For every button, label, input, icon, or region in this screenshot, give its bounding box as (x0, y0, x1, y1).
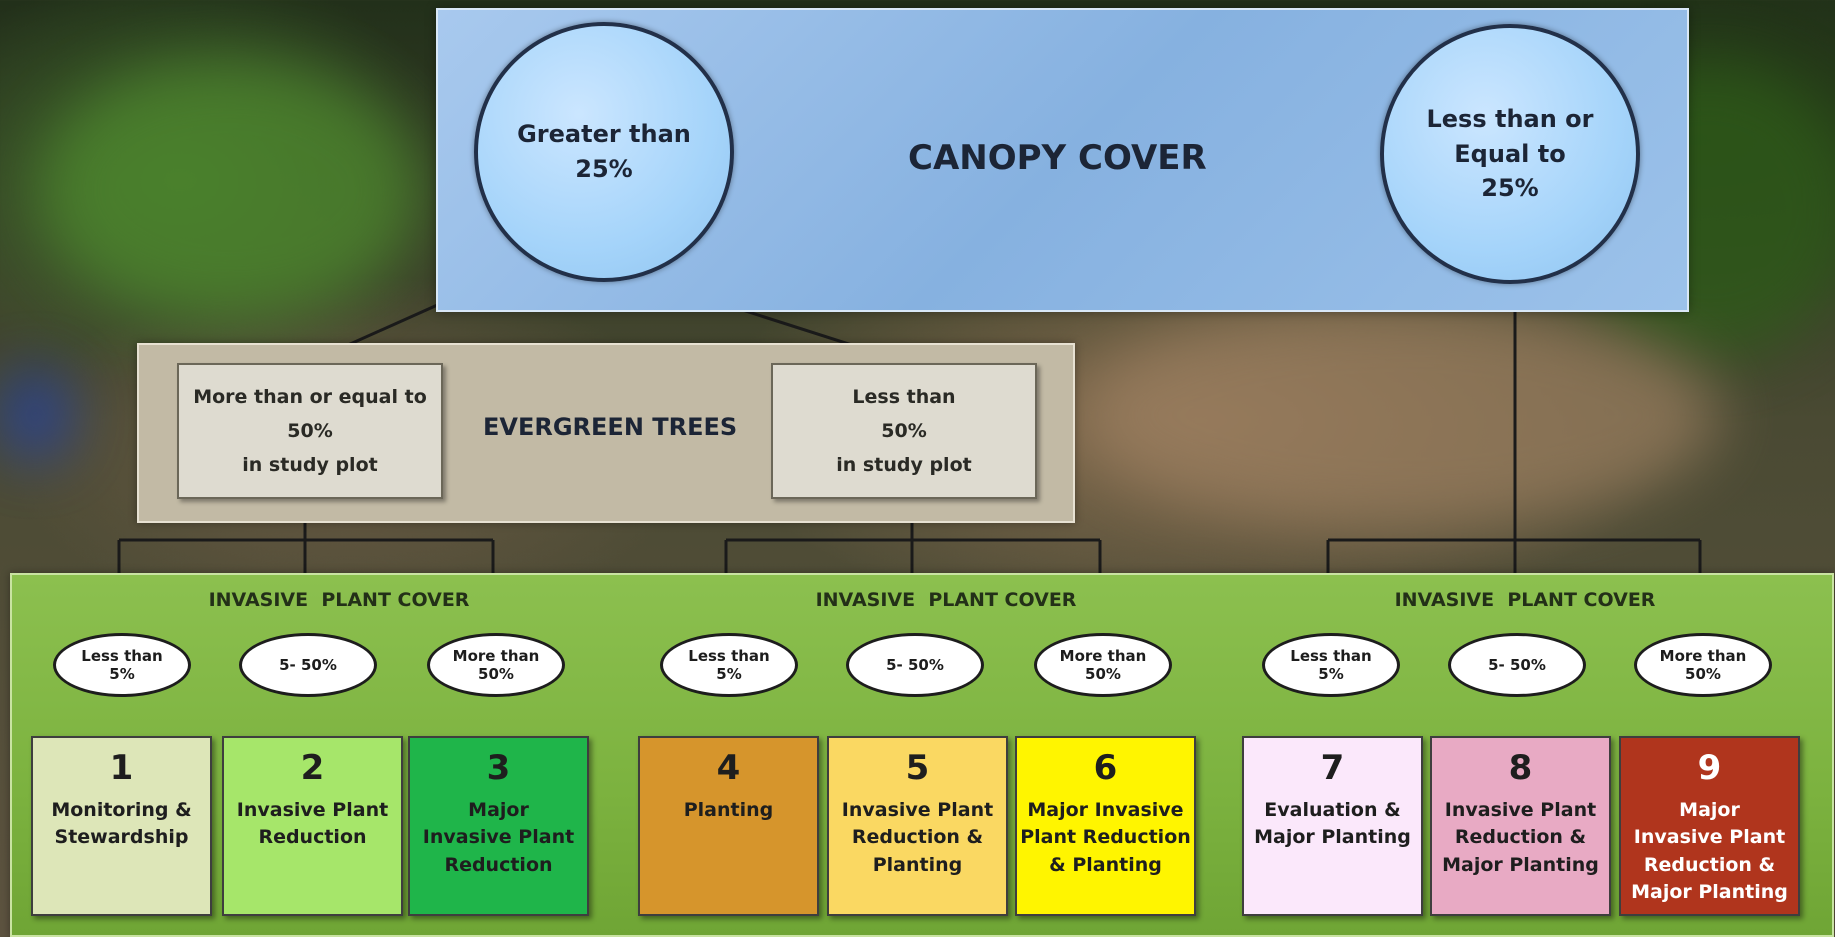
action-number: 1 (109, 748, 134, 788)
action-box-6: 6 Major Invasive Plant Reduction & Plant… (1015, 736, 1196, 916)
canopy-less-or-equal-25-circle: Less than or Equal to 25% (1380, 24, 1640, 284)
action-box-5: 5 Invasive Plant Reduction & Planting (827, 736, 1008, 916)
evergreen-less-than-50-box: Less than 50% in study plot (771, 363, 1037, 499)
background-foliage (40, 60, 420, 320)
action-box-9: 9 Major Invasive Plant Reduction & Major… (1619, 736, 1800, 916)
invasive-cover-oval: More than 50% (427, 633, 565, 697)
action-number: 3 (486, 748, 511, 788)
canopy-greater-than-25-circle: Greater than 25% (474, 22, 734, 282)
evergreen-more-or-equal-50-box: More than or equal to 50% in study plot (177, 363, 443, 499)
invasive-cover-oval: 5- 50% (239, 633, 377, 697)
action-label: Major Invasive Plant Reduction & Plantin… (1020, 798, 1191, 876)
invasive-cover-oval: 5- 50% (846, 633, 984, 697)
action-box-8: 8 Invasive Plant Reduction & Major Plant… (1430, 736, 1611, 916)
action-number: 8 (1508, 748, 1533, 788)
action-label: Invasive Plant Reduction & Major Plantin… (1442, 798, 1599, 876)
action-label: Invasive Plant Reduction (236, 798, 389, 849)
canopy-cover-panel: Greater than 25% CANOPY COVER Less than … (436, 8, 1689, 312)
invasive-cover-oval: Less than 5% (53, 633, 191, 697)
action-label: Invasive Plant Reduction & Planting (841, 798, 994, 876)
action-box-3: 3 Major Invasive Plant Reduction (408, 736, 589, 916)
invasive-plant-cover-label: INVASIVE PLANT COVER (208, 589, 470, 611)
background-water (0, 370, 70, 460)
invasive-cover-oval: Less than 5% (660, 633, 798, 697)
action-label: Major Invasive Plant Reduction & Major P… (1631, 798, 1788, 904)
evergreen-trees-panel: More than or equal to 50% in study plot … (137, 343, 1075, 523)
background-ground (1080, 300, 1720, 530)
invasive-plant-cover-label: INVASIVE PLANT COVER (1394, 589, 1656, 611)
action-box-4: 4 Planting (638, 736, 819, 916)
invasive-cover-oval: 5- 50% (1448, 633, 1586, 697)
action-box-2: 2 Invasive Plant Reduction (222, 736, 403, 916)
invasive-cover-oval: More than 50% (1034, 633, 1172, 697)
canopy-cover-title: CANOPY COVER (908, 138, 1207, 178)
action-number: 9 (1697, 748, 1722, 788)
invasive-cover-oval: More than 50% (1634, 633, 1772, 697)
action-label: Evaluation & Major Planting (1254, 798, 1411, 849)
action-number: 2 (300, 748, 325, 788)
action-label: Planting (683, 798, 774, 821)
evergreen-trees-title: EVERGREEN TREES (483, 413, 738, 441)
action-label: Monitoring & Stewardship (51, 798, 192, 849)
invasive-plant-cover-label: INVASIVE PLANT COVER (815, 589, 1077, 611)
action-number: 7 (1320, 748, 1345, 788)
action-number: 6 (1093, 748, 1118, 788)
action-number: 4 (716, 748, 741, 788)
action-box-7: 7 Evaluation & Major Planting (1242, 736, 1423, 916)
action-label: Major Invasive Plant Reduction (422, 798, 575, 876)
action-number: 5 (905, 748, 930, 788)
invasive-cover-oval: Less than 5% (1262, 633, 1400, 697)
action-box-1: 1 Monitoring & Stewardship (31, 736, 212, 916)
